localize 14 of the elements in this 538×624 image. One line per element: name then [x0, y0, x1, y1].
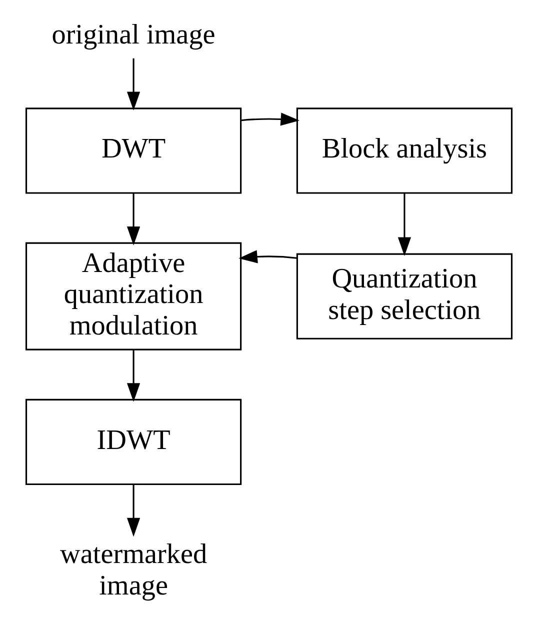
node-box: DWT [25, 108, 242, 194]
arrow [126, 350, 140, 402]
arrow [126, 193, 140, 246]
arrow [238, 250, 298, 264]
node-box: Adaptive quantization modulation [25, 242, 242, 350]
arrow [240, 112, 300, 126]
arrow [126, 484, 140, 537]
arrow [126, 58, 140, 110]
node-text: watermarked image [60, 539, 208, 602]
node-text: original image [52, 19, 216, 50]
node-box: Quantization step selection [296, 253, 513, 340]
node-box: IDWT [25, 398, 242, 486]
arrow [398, 193, 412, 256]
node-box: Block analysis [296, 108, 513, 194]
